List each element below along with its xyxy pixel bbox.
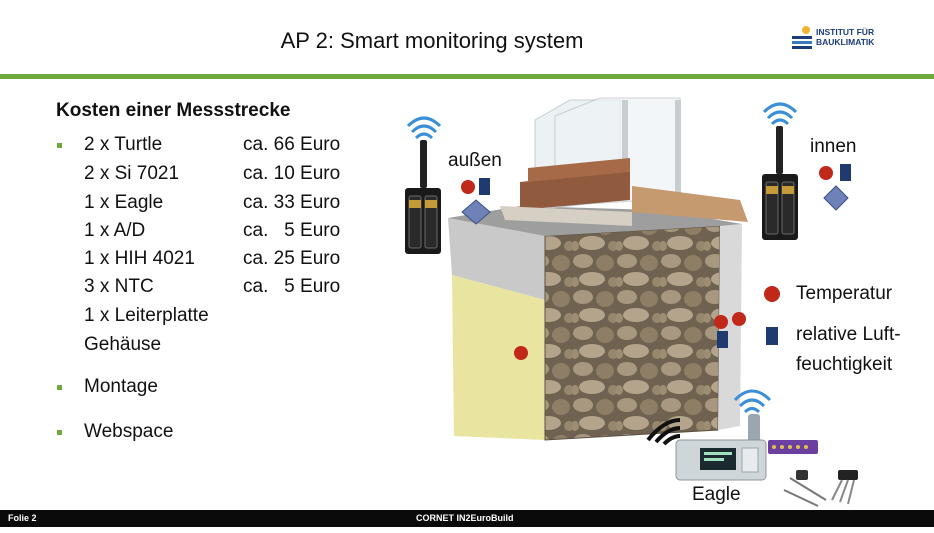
humidity-marker xyxy=(479,178,490,195)
item-name: 2 x Turtle xyxy=(84,134,163,155)
item-price: ca. 5 Euro xyxy=(243,220,341,241)
logo-mark-icon xyxy=(792,26,812,49)
wall-plaster-inner xyxy=(718,224,742,430)
label-inside: innen xyxy=(810,136,857,157)
bullet-marker xyxy=(57,143,62,148)
cost-heading: Kosten einer Messstrecke xyxy=(56,100,291,121)
legend-temperature-marker xyxy=(764,286,780,302)
label-eagle: Eagle xyxy=(692,484,741,505)
bullet-webspace: Webspace xyxy=(84,421,174,442)
humidity-marker xyxy=(840,164,851,181)
item-price: ca. 10 Euro xyxy=(243,163,341,184)
item-name: 1 x A/D xyxy=(84,220,146,241)
label-outside: außen xyxy=(448,150,502,171)
bullet-montage: Montage xyxy=(84,376,158,397)
legend-humidity-marker xyxy=(766,327,778,345)
temperature-marker xyxy=(819,166,833,180)
footer-project-name: CORNET IN2EuroBuild xyxy=(416,513,514,523)
turtle-sensor-inside-icon xyxy=(762,102,798,240)
item-name: 2 x Si 7021 xyxy=(84,163,180,184)
wall-plaster-yellow xyxy=(452,275,545,440)
footer-bar: Folie 2 CORNET IN2EuroBuild xyxy=(0,510,934,527)
legend-temperature-label: Temperatur xyxy=(796,283,893,304)
item-price: ca. 33 Euro xyxy=(243,192,341,213)
footer-slide-number: Folie 2 xyxy=(8,513,37,523)
item-price: ca. 5 Euro xyxy=(243,276,341,297)
wall-plaster-grey xyxy=(448,218,545,300)
item-name: Gehäuse xyxy=(84,334,162,355)
item-name: 3 x NTC xyxy=(84,276,154,297)
eagle-gateway-icon xyxy=(646,389,772,481)
legend-humidity-label: relative Luft- feuchtigkeit xyxy=(796,324,901,375)
bullet-marker xyxy=(57,430,62,435)
slide-title: AP 2: Smart monitoring system xyxy=(280,28,584,53)
item-name: 1 x Leiterplatte xyxy=(84,305,209,326)
turtle-sensor-outside-icon xyxy=(405,116,442,254)
hih4021-sensor-icon xyxy=(831,470,858,505)
temperature-marker xyxy=(714,315,728,329)
wall-stone-section xyxy=(544,225,721,441)
bullet-marker xyxy=(57,385,62,390)
si7021-board-inside-icon xyxy=(823,185,849,211)
ad-converter-board-icon xyxy=(768,440,818,454)
humidity-marker xyxy=(717,331,728,348)
temperature-marker xyxy=(461,180,475,194)
item-name: 1 x HIH 4021 xyxy=(84,248,195,269)
window-frame-icon xyxy=(500,97,748,226)
si7021-board-outside-icon xyxy=(461,199,491,225)
item-name: 1 x Eagle xyxy=(84,192,164,213)
temperature-marker xyxy=(732,312,746,326)
institute-logo: INSTITUT FÜR BAUKLIMATIK xyxy=(790,24,900,54)
ntc-sensor-icon xyxy=(783,470,827,507)
title-divider xyxy=(0,74,934,79)
item-price: ca. 66 Euro xyxy=(243,134,341,155)
logo-text: INSTITUT FÜR BAUKLIMATIK xyxy=(816,27,875,47)
temperature-marker xyxy=(514,346,528,360)
item-price: ca. 25 Euro xyxy=(243,248,341,269)
